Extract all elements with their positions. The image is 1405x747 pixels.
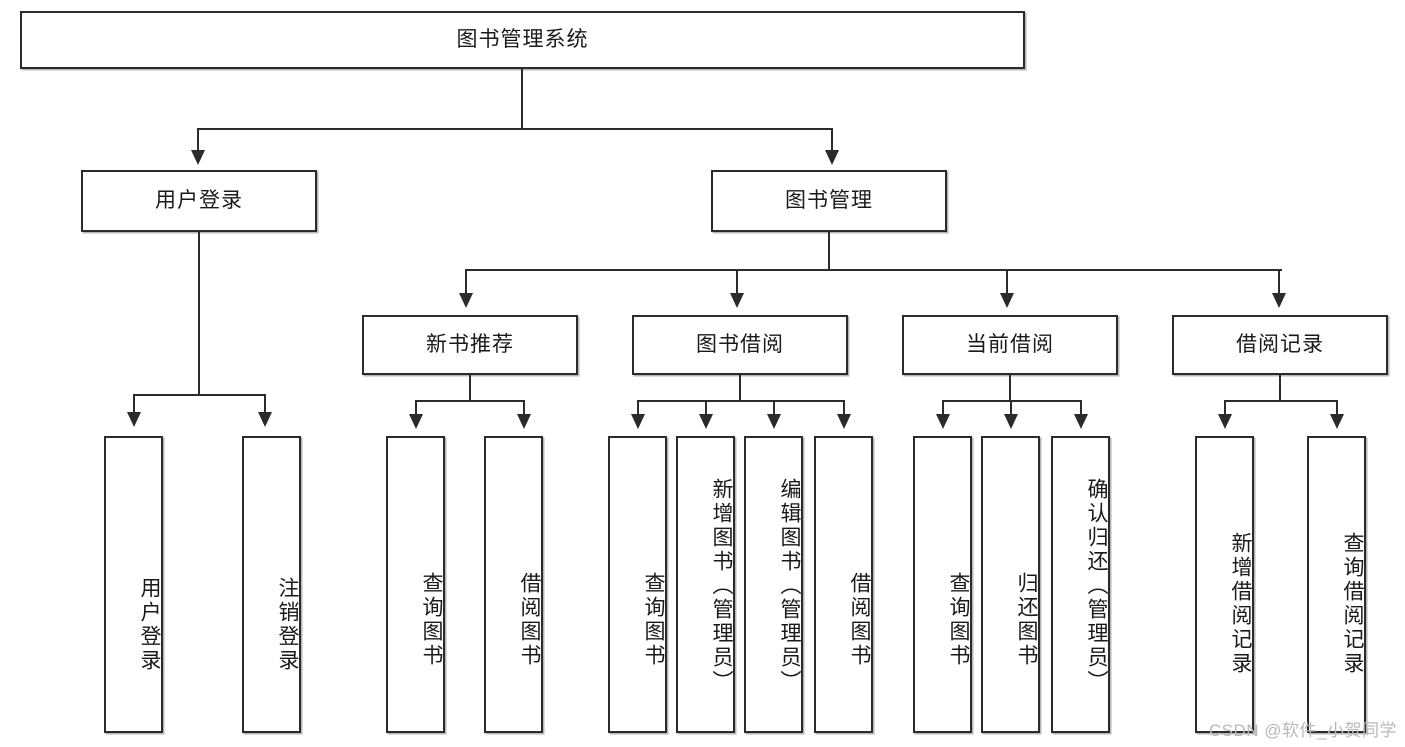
- node-user-login[interactable]: 用户登录: [81, 170, 317, 232]
- arrow-to-leaf-nb-query: [409, 414, 423, 429]
- connector-root-bus: [197, 128, 833, 130]
- connector-user-login-bus: [133, 394, 264, 396]
- leaf-book-borrow-add[interactable]: 新增图书（管理员）: [676, 436, 735, 733]
- arrow-to-leaf-cb-return: [1004, 414, 1018, 429]
- node-root-book-management-system[interactable]: 图书管理系统: [20, 11, 1025, 69]
- arrow-to-current-borrow: [1000, 293, 1014, 308]
- connector-new-book-bus: [415, 400, 525, 402]
- arrow-to-leaf-logout: [258, 412, 272, 427]
- connector-bb-drop-3: [773, 400, 775, 416]
- arrow-to-leaf-bb-query: [631, 414, 645, 429]
- arrow-to-leaf-cb-confirm: [1074, 414, 1088, 429]
- arrow-to-book-management: [825, 150, 839, 165]
- connector-bb-drop-2: [705, 400, 707, 416]
- connector-bm-drop-4: [1278, 269, 1280, 295]
- connector-borrow-record-stem: [1279, 375, 1281, 402]
- connector-bb-drop-1: [637, 400, 639, 416]
- arrow-to-leaf-nb-borrow: [517, 414, 531, 429]
- leaf-book-borrow-query[interactable]: 查询图书: [608, 436, 667, 733]
- arrow-to-book-borrow: [730, 293, 744, 308]
- connector-rec-drop-1: [1224, 400, 1226, 416]
- leaf-logout[interactable]: 注销登录: [242, 436, 301, 733]
- arrow-to-leaf-rec-add: [1218, 414, 1232, 429]
- connector-bm-drop-3: [1006, 269, 1008, 295]
- arrow-to-leaf-bb-edit: [767, 414, 781, 429]
- connector-root-drop-right: [831, 128, 833, 152]
- connector-current-borrow-stem: [1009, 375, 1011, 402]
- connector-root-drop-left: [197, 128, 199, 152]
- connector-rec-drop-2: [1336, 400, 1338, 416]
- connector-nb-drop-1: [415, 400, 417, 416]
- connector-new-book-stem: [469, 375, 471, 402]
- connector-book-borrow-bus: [637, 400, 845, 402]
- connector-nb-drop-2: [523, 400, 525, 416]
- connector-book-mgmt-bus: [465, 269, 1282, 271]
- arrow-to-leaf-user-login: [127, 412, 141, 427]
- connector-cb-drop-2: [1010, 400, 1012, 416]
- leaf-new-book-borrow[interactable]: 借阅图书: [484, 436, 543, 733]
- arrow-to-borrow-record: [1272, 293, 1286, 308]
- node-current-borrow[interactable]: 当前借阅: [902, 315, 1118, 375]
- leaf-current-borrow-return[interactable]: 归还图书: [981, 436, 1040, 733]
- leaf-book-borrow-edit[interactable]: 编辑图书（管理员）: [744, 436, 803, 733]
- connector-borrow-record-bus: [1224, 400, 1336, 402]
- connector-root-stem: [521, 69, 523, 129]
- connector-book-borrow-stem: [739, 375, 741, 402]
- connector-current-borrow-bus: [942, 400, 1082, 402]
- leaf-user-login[interactable]: 用户登录: [104, 436, 163, 733]
- connector-user-login-drop-2: [264, 394, 266, 414]
- connector-cb-drop-1: [942, 400, 944, 416]
- arrow-to-leaf-rec-query: [1330, 414, 1344, 429]
- connector-book-mgmt-stem: [828, 232, 830, 271]
- connector-bb-drop-4: [843, 400, 845, 416]
- connector-bm-drop-1: [465, 269, 467, 295]
- node-new-book-recommend[interactable]: 新书推荐: [362, 315, 578, 375]
- leaf-record-query[interactable]: 查询借阅记录: [1307, 436, 1366, 733]
- connector-user-login-stem: [198, 232, 200, 396]
- connector-user-login-drop-1: [133, 394, 135, 414]
- arrow-to-leaf-bb-borrow: [837, 414, 851, 429]
- leaf-current-borrow-query[interactable]: 查询图书: [913, 436, 972, 733]
- node-book-management[interactable]: 图书管理: [711, 170, 947, 232]
- connector-bm-drop-2: [736, 269, 738, 295]
- arrow-to-user-login: [191, 150, 205, 165]
- leaf-new-book-query[interactable]: 查询图书: [386, 436, 445, 733]
- arrow-to-leaf-cb-query: [936, 414, 950, 429]
- connector-cb-drop-3: [1080, 400, 1082, 416]
- arrow-to-new-book: [459, 293, 473, 308]
- leaf-book-borrow-borrow[interactable]: 借阅图书: [814, 436, 873, 733]
- node-book-borrow[interactable]: 图书借阅: [632, 315, 848, 375]
- arrow-to-leaf-bb-add: [699, 414, 713, 429]
- leaf-current-borrow-confirm[interactable]: 确认归还（管理员）: [1051, 436, 1110, 733]
- leaf-record-add[interactable]: 新增借阅记录: [1195, 436, 1254, 733]
- node-borrow-record[interactable]: 借阅记录: [1172, 315, 1388, 375]
